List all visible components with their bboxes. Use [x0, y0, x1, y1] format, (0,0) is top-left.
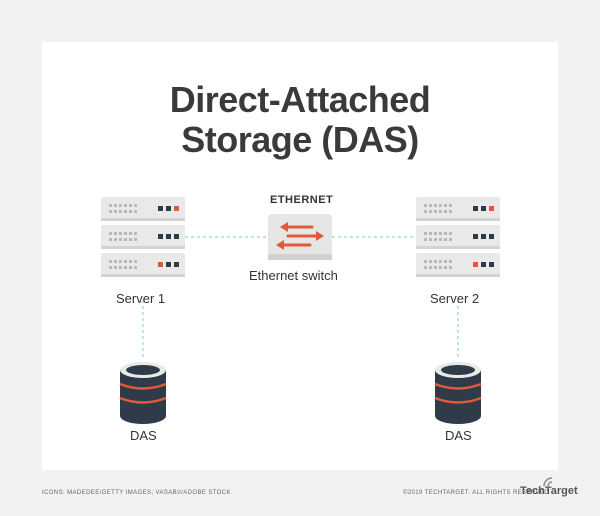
page-title: Direct-Attached Storage (DAS) — [0, 80, 600, 160]
server-2-icon — [416, 197, 500, 277]
ethernet-switch-label: Ethernet switch — [249, 268, 338, 283]
server-1-label: Server 1 — [116, 291, 166, 306]
das-left-label: DAS — [130, 428, 157, 443]
arrows-icon — [276, 222, 324, 250]
das-left-icon — [119, 362, 167, 424]
das-right-label: DAS — [445, 428, 472, 443]
techtarget-logo-icon — [543, 477, 553, 487]
title-line-1: Direct-Attached — [169, 79, 431, 120]
copyright-text: ©2019 TECHTARGET. ALL RIGHTS RESERVED — [403, 490, 550, 496]
server-2-label: Server 2 — [430, 291, 480, 306]
ethernet-label: ETHERNET — [270, 194, 334, 206]
connector-lines — [142, 236, 459, 358]
server-1-icon — [101, 197, 185, 277]
ethernet-switch-icon — [268, 214, 332, 260]
title-line-2: Storage (DAS) — [181, 119, 419, 160]
techtarget-logo-text: TechTarget — [520, 485, 578, 497]
das-right-icon — [434, 362, 482, 424]
icon-credits: ICONS: MADEDEE/GETTY IMAGES; VASABII/ADO… — [42, 490, 231, 496]
